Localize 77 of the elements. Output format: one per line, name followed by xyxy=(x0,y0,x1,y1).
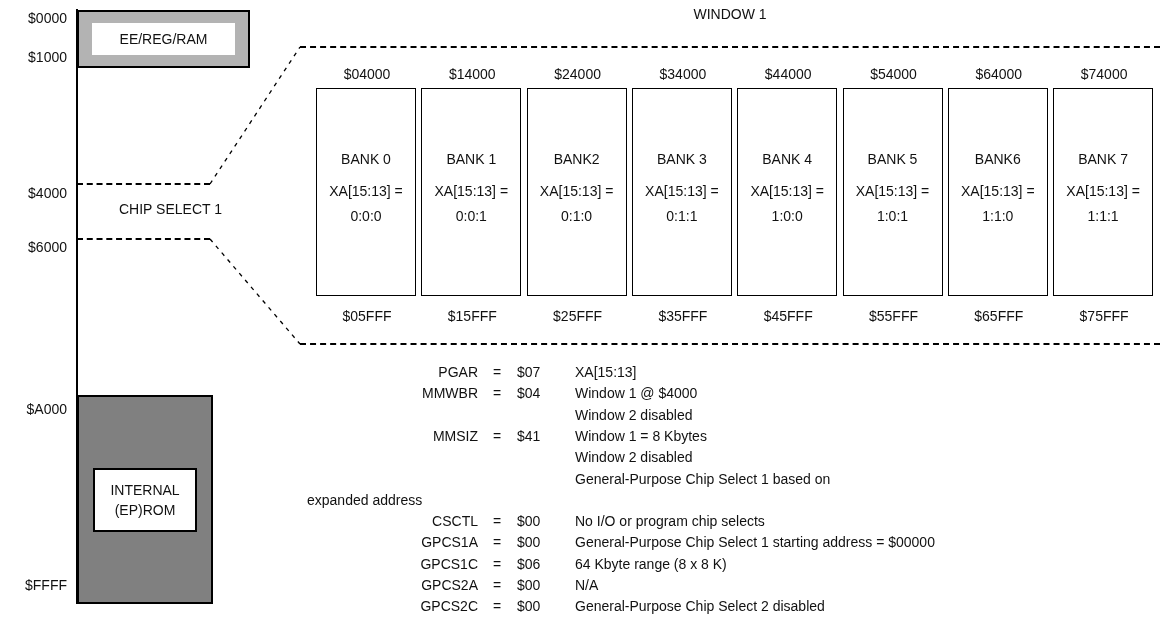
register-description: General-Purpose Chip Select 2 disabled xyxy=(575,598,825,615)
equals-sign: = xyxy=(493,534,502,551)
equals-sign: = xyxy=(493,513,502,530)
address-label: $54000 xyxy=(869,66,918,82)
register-name: PGAR xyxy=(438,364,478,380)
block-label: INTERNAL (EP)ROM xyxy=(93,467,197,532)
register-description: General-Purpose Chip Select 1 starting address = $00000 xyxy=(575,534,935,551)
register-value: $00 xyxy=(517,577,541,593)
address-label: $75FFF xyxy=(1078,308,1130,324)
address-label: $44000 xyxy=(763,66,813,82)
address-label: $15FFF xyxy=(446,308,498,324)
bank-select-value: XA[15:13] = 0:1:0 xyxy=(538,182,615,226)
address-label: $34000 xyxy=(658,66,708,82)
register-description: Window 1 = 8 Kbytes xyxy=(575,427,707,444)
window-title: WINDOW 1 xyxy=(692,6,768,22)
register-name: MMWBR xyxy=(422,385,478,402)
register-value: $00 xyxy=(517,534,541,551)
address-label: $05FFF xyxy=(341,308,393,324)
equals-sign: = xyxy=(493,555,502,572)
bank-title: BANK2 xyxy=(552,150,601,169)
register-name: CSCTL xyxy=(432,513,478,530)
register-value: $06 xyxy=(517,555,541,572)
bank-select-value: XA[15:13] = 1:1:1 xyxy=(1065,182,1141,226)
address-label: $24000 xyxy=(553,66,602,82)
register-name: MMSIZ xyxy=(432,427,478,444)
bank-title: BANK 3 xyxy=(656,150,708,169)
bank-title: BANK 1 xyxy=(445,150,498,169)
address-label: $35FFF xyxy=(657,308,709,324)
address-label: $45FFF xyxy=(762,308,814,324)
register-name: GPCS1A xyxy=(421,534,478,551)
register-description: Window 1 @ $4000 xyxy=(575,385,698,402)
bank-select-value: XA[15:13] = 0:0:0 xyxy=(328,182,404,226)
equals-sign: = xyxy=(493,385,502,402)
bank-select-value: XA[15:13] = 1:0:0 xyxy=(749,182,825,226)
equals-sign: = xyxy=(493,427,502,444)
equals-sign: = xyxy=(493,598,502,615)
zoom-line xyxy=(209,238,301,345)
memory-block xyxy=(77,10,250,68)
register-description: Window 2 disabled xyxy=(575,449,693,466)
bank-select-value: XA[15:13] = 1:0:1 xyxy=(854,182,931,226)
bank-title: BANK 5 xyxy=(866,150,919,169)
memory-block xyxy=(77,395,213,604)
register-name: GPCS2A xyxy=(421,577,478,593)
register-description: N/A xyxy=(575,577,599,593)
register-value: $04 xyxy=(517,385,541,402)
register-description: No I/O or program chip selects xyxy=(575,513,765,530)
address-label: $14000 xyxy=(447,66,497,82)
register-value: $41 xyxy=(517,427,541,444)
address-label: $55FFF xyxy=(868,308,919,324)
address-label: $6000 xyxy=(28,239,67,255)
equals-sign: = xyxy=(493,364,502,380)
bank-title: BANK6 xyxy=(973,150,1022,169)
address-label: $04000 xyxy=(342,66,392,82)
bank-select-value: XA[15:13] = 1:1:0 xyxy=(960,182,1036,226)
address-label: $74000 xyxy=(1079,66,1129,82)
register-name: GPCS1C xyxy=(420,555,478,572)
register-description: 64 Kbyte range (8 x 8 K) xyxy=(575,555,727,572)
register-description: Window 2 disabled xyxy=(575,406,693,423)
register-description: General-Purpose Chip Select 1 based on xyxy=(575,470,831,487)
bank-title: BANK 0 xyxy=(340,150,392,169)
register-name: GPCS2C xyxy=(420,598,478,615)
address-label: $64000 xyxy=(974,66,1024,82)
note-text: expanded address xyxy=(307,491,423,508)
bank-title: BANK 4 xyxy=(761,150,814,169)
address-label: $65FFF xyxy=(973,308,1025,324)
register-value: $00 xyxy=(517,598,541,615)
bank-title: BANK 7 xyxy=(1077,150,1129,169)
bank-select-value: XA[15:13] = 0:0:1 xyxy=(433,182,510,226)
register-value: $00 xyxy=(517,513,541,530)
bank-select-value: XA[15:13] = 0:1:1 xyxy=(644,182,720,226)
block-label: EE/REG/RAM xyxy=(92,23,235,55)
equals-sign: = xyxy=(493,577,502,593)
register-value: $07 xyxy=(517,364,541,380)
register-description: XA[15:13] xyxy=(575,364,637,380)
region-label: CHIP SELECT 1 xyxy=(119,201,222,217)
address-label: $25FFF xyxy=(552,308,604,324)
zoom-line xyxy=(209,46,301,185)
